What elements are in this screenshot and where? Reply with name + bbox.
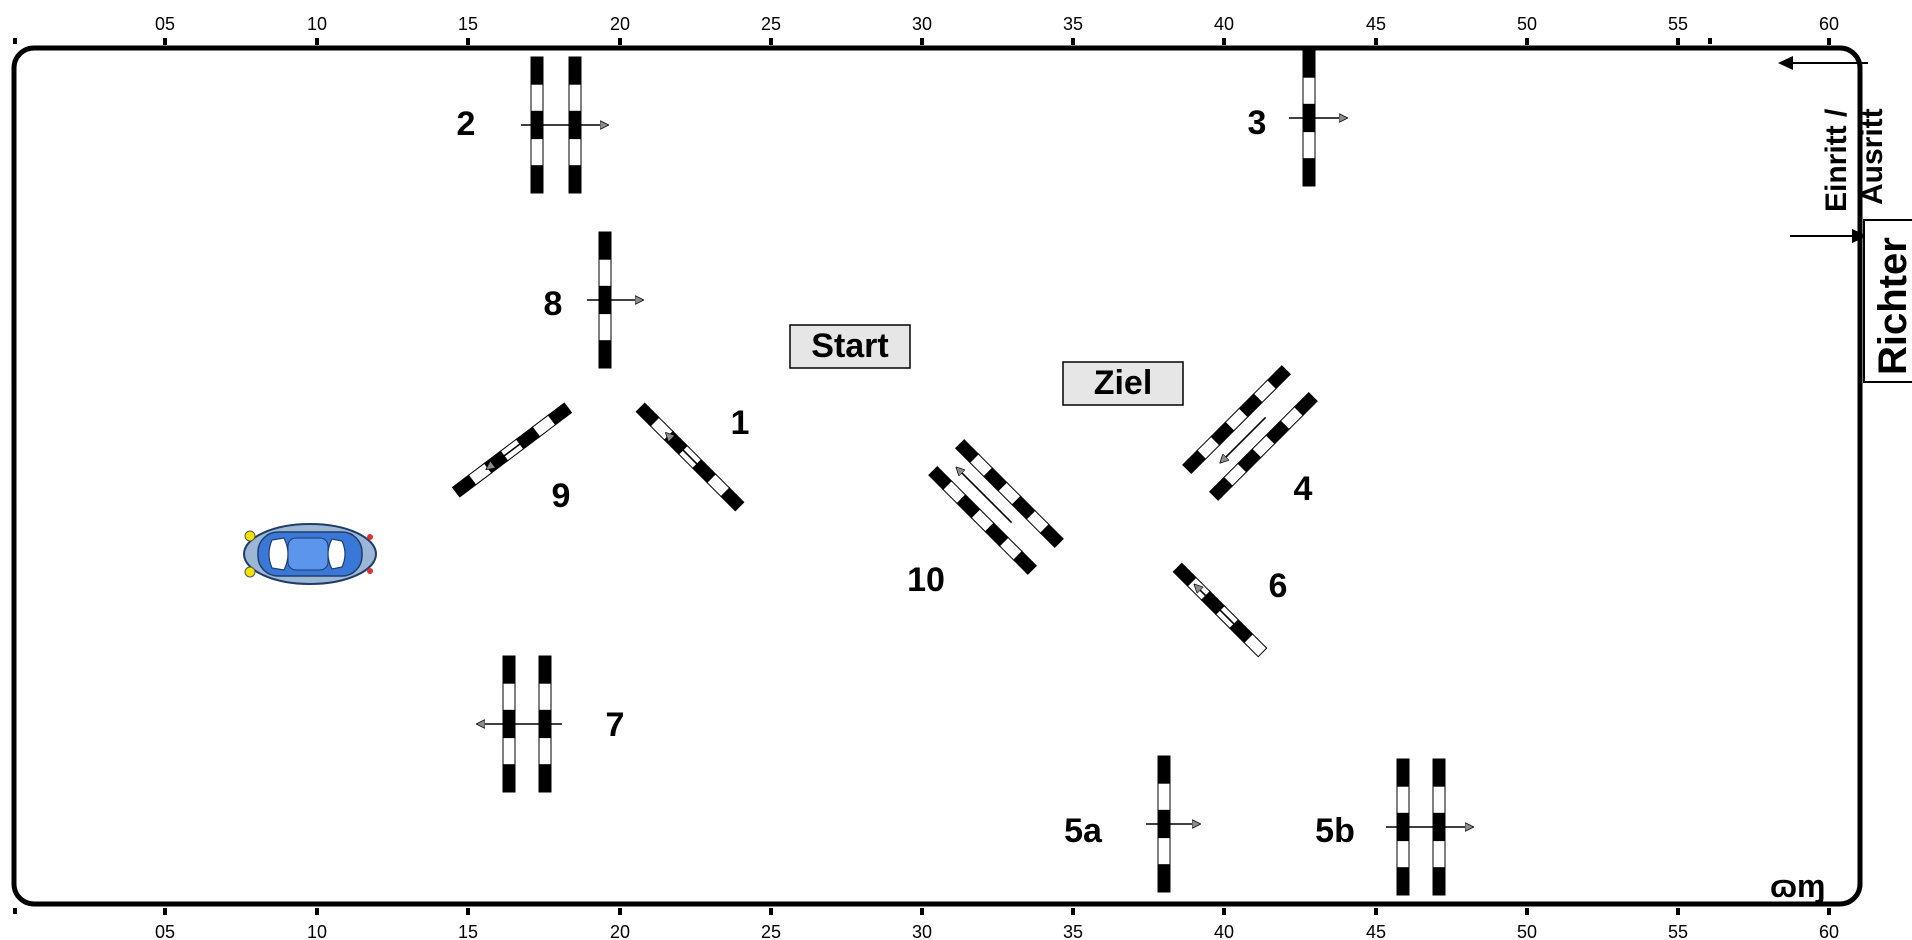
- bottom-tick-mark: [466, 908, 470, 915]
- top-tick-label: 45: [1366, 14, 1386, 34]
- obstacle-4: 4: [1182, 365, 1318, 508]
- obstacle-label-2: 2: [457, 105, 476, 143]
- bottom-tick-mark: [920, 908, 924, 915]
- obstacle-label-5a: 5a: [1064, 812, 1103, 850]
- bottom-tick-label: 60: [1819, 922, 1839, 940]
- obstacle-2: 2: [457, 56, 608, 194]
- obstacle-label-4: 4: [1294, 470, 1313, 508]
- obstacle-7: 7: [477, 655, 625, 793]
- obstacle-label-7: 7: [606, 706, 625, 744]
- judge-box: Richter: [1863, 219, 1912, 383]
- bottom-tick-mark: [1222, 908, 1226, 915]
- obstacle-label-9: 9: [552, 477, 571, 515]
- bottom-tick-label: 25: [761, 922, 781, 940]
- bottom-tick-label: 35: [1063, 922, 1083, 940]
- top-tick-label: 30: [912, 14, 932, 34]
- obstacle-label-1: 1: [731, 404, 750, 442]
- bottom-tick-label: 20: [610, 922, 630, 940]
- top-tick-mark: [920, 38, 924, 45]
- top-tick-mark: [1827, 38, 1831, 45]
- top-tick-label: 05: [155, 14, 175, 34]
- bottom-tick-mark: [618, 908, 622, 915]
- bottom-tick-label: 40: [1214, 922, 1234, 940]
- direction-arrow: [666, 433, 705, 472]
- top-tick-mark: [466, 38, 470, 45]
- bottom-tick-label: 55: [1668, 922, 1688, 940]
- top-tick-mark: [1525, 38, 1529, 45]
- obstacle-5a: 5a: [1064, 755, 1200, 893]
- top-tick-label: 40: [1214, 14, 1234, 34]
- bottom-tick-mark: [1525, 908, 1529, 915]
- top-tick-mark: [769, 38, 773, 45]
- top-ruler: 05 10 15 20 25 30 35 40 45 50 55 60: [13, 14, 1839, 45]
- judge-label: Richter: [1871, 237, 1912, 375]
- top-tick-mark: [1222, 38, 1226, 45]
- entrance-label-line1: Einritt /: [1820, 108, 1853, 212]
- top-tick-label: 50: [1517, 14, 1537, 34]
- top-tick-mark: [315, 38, 319, 45]
- top-tick-mark: [163, 38, 167, 45]
- ziel-label: Ziel: [1094, 364, 1153, 402]
- bottom-ruler: 05 10 15 20 25 30 35 40 45 50 55 60: [13, 908, 1839, 940]
- bottom-tick-label: 15: [458, 922, 478, 940]
- direction-arrow: [486, 442, 523, 469]
- obstacle-10: 10: [907, 439, 1064, 599]
- start-label: Start: [811, 327, 888, 365]
- direction-arrow: [956, 467, 1013, 524]
- entrance-arrows: [1778, 56, 1868, 243]
- arena-border: [11, 45, 1863, 907]
- bottom-tick-mark: [1374, 908, 1378, 915]
- bottom-tick-label: 45: [1366, 922, 1386, 940]
- obstacle-9: 9: [451, 402, 573, 515]
- top-tick-label: 15: [458, 14, 478, 34]
- obstacle-label-5b: 5b: [1315, 812, 1355, 850]
- bottom-tick-label: 10: [307, 922, 327, 940]
- bottom-tick-label: 30: [912, 922, 932, 940]
- obstacle-label-3: 3: [1248, 104, 1267, 142]
- obstacles-layer: 1 2 3 4 6 7 8 9 10 5a 5b: [451, 49, 1473, 896]
- corner-mark: ɷɱ: [1770, 868, 1825, 904]
- entrance-label-line2: Ausritt: [1856, 108, 1889, 205]
- bottom-tick-mark: [769, 908, 773, 915]
- top-tick-mark: [1071, 38, 1075, 45]
- bottom-tick-mark: [315, 908, 319, 915]
- top-tick-label: 10: [307, 14, 327, 34]
- bottom-tick-mark: [1071, 908, 1075, 915]
- car-icon: [243, 523, 377, 585]
- top-tick-mark: [618, 38, 622, 45]
- obstacle-5b: 5b: [1315, 758, 1473, 896]
- direction-arrow: [1220, 416, 1267, 462]
- obstacle-1: 1: [635, 402, 750, 512]
- bottom-tick-label: 50: [1517, 922, 1537, 940]
- top-tick-label: 35: [1063, 14, 1083, 34]
- bottom-tick-mark: [1676, 908, 1680, 915]
- bottom-tick-label: 05: [155, 922, 175, 940]
- obstacle-6: 6: [1172, 562, 1288, 658]
- start-box: Start: [789, 324, 911, 369]
- obstacle-label-6: 6: [1269, 567, 1288, 605]
- top-tick-label: 55: [1668, 14, 1688, 34]
- top-tick-label: 25: [761, 14, 781, 34]
- obstacle-3: 3: [1248, 49, 1347, 187]
- obstacle-label-10: 10: [907, 561, 945, 599]
- direction-arrow: [1195, 585, 1235, 625]
- top-tick-label: 60: [1819, 14, 1839, 34]
- obstacle-label-8: 8: [544, 285, 563, 323]
- obstacle-8: 8: [544, 231, 643, 369]
- ziel-box: Ziel: [1062, 361, 1184, 406]
- bottom-tick-mark: [163, 908, 167, 915]
- top-tick-label: 20: [610, 14, 630, 34]
- top-tick-mark: [1374, 38, 1378, 45]
- bottom-tick-mark: [1827, 908, 1831, 915]
- top-tick-mark: [1676, 38, 1680, 45]
